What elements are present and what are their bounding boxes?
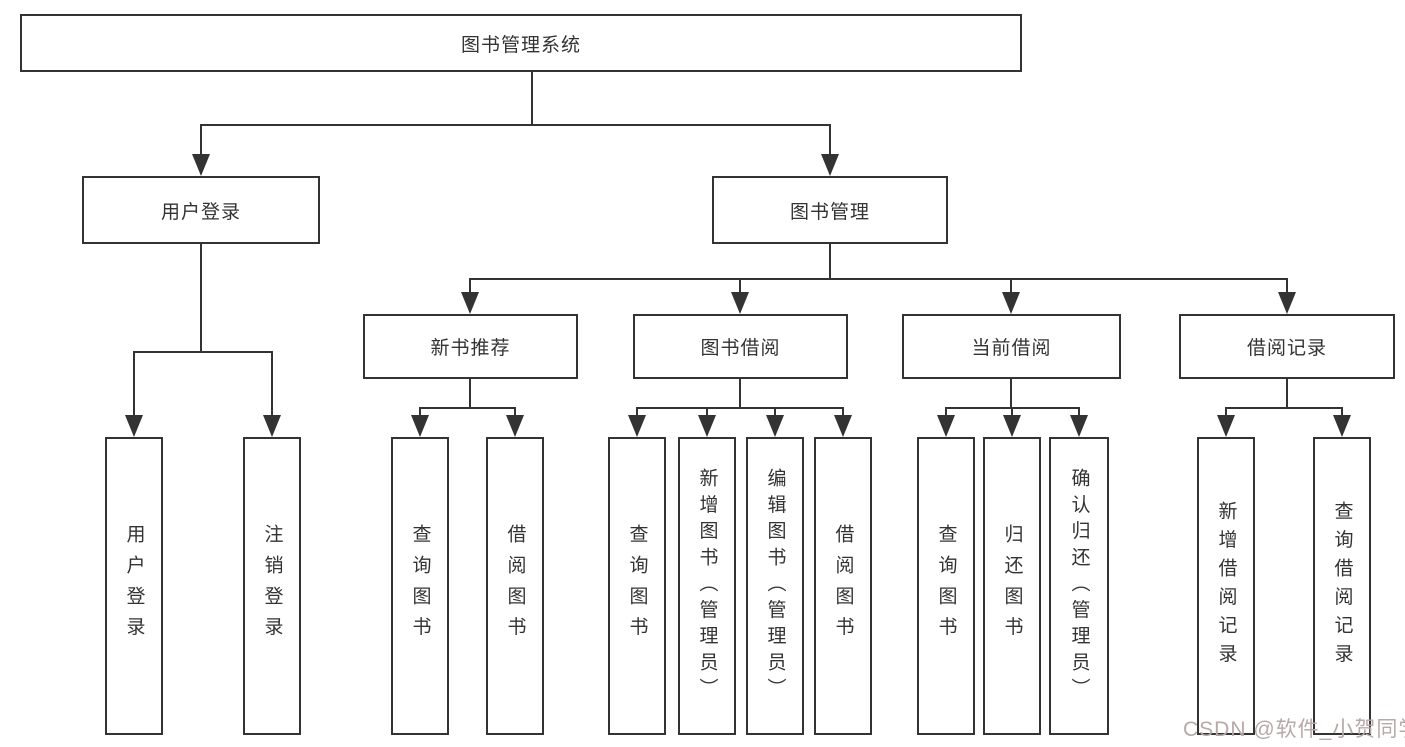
node-book-management: 图书管理 (712, 176, 948, 244)
node-query-borrow-record: 查询借阅记录 (1313, 437, 1371, 735)
node-query-books-borrowing: 查询图书 (608, 437, 666, 735)
node-add-borrow-record: 新增借阅记录 (1197, 437, 1255, 735)
node-query-books-current: 查询图书 (917, 437, 975, 735)
node-return-books: 归还图书 (983, 437, 1041, 735)
node-edit-books-admin: 编辑图书（管理员） (746, 437, 804, 735)
node-user-login: 用户登录 (105, 437, 163, 735)
node-new-book-recommend: 新书推荐 (363, 314, 578, 379)
node-borrowing-records: 借阅记录 (1179, 314, 1395, 379)
node-borrow-books-recommend: 借阅图书 (486, 437, 544, 735)
node-root: 图书管理系统 (20, 14, 1022, 72)
node-query-books-recommend: 查询图书 (391, 437, 449, 735)
node-user-login-module: 用户登录 (82, 176, 320, 244)
node-confirm-return-admin: 确认归还（管理员） (1049, 437, 1109, 735)
node-book-borrowing: 图书借阅 (633, 314, 848, 379)
node-add-books-admin: 新增图书（管理员） (678, 437, 736, 735)
csdn-watermark: CSDN @软件_小贺同学 (1183, 718, 1405, 741)
node-current-borrowing: 当前借阅 (902, 314, 1121, 379)
node-logout: 注销登录 (243, 437, 301, 735)
node-borrow-books-borrowing: 借阅图书 (814, 437, 872, 735)
